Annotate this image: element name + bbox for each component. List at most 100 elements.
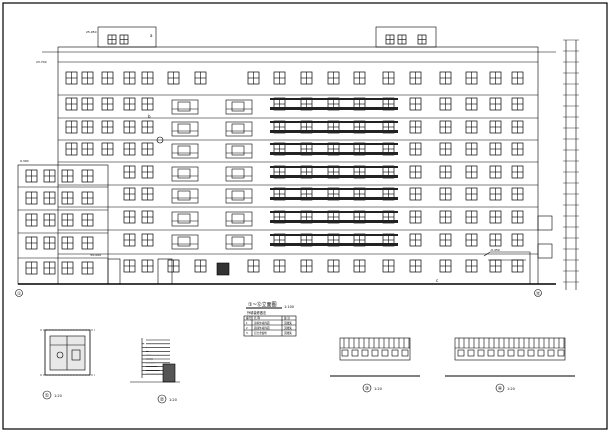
window [409,259,422,273]
rail-panel [477,349,485,357]
window [439,71,452,85]
window [61,191,74,205]
table-cell: 3 [246,331,248,335]
window [327,259,340,273]
balcony [225,234,253,250]
rail-panel [361,349,369,357]
window [123,165,136,179]
annot-b: b [148,114,151,119]
window [247,259,260,273]
window [43,236,56,250]
window [409,97,422,111]
window [511,259,524,273]
window [489,210,502,224]
window [385,34,395,45]
window [353,259,366,273]
level-podium: 9.300 [20,159,29,163]
window [123,187,136,201]
window [25,236,38,250]
dark-band-top [270,166,398,168]
rail-panel [457,349,465,357]
dark-band-top [270,143,398,145]
table-header-cell: 名 称 [254,316,260,320]
rail-panel [517,349,525,357]
window [141,97,154,111]
side-door [157,258,173,285]
rail-panel [341,349,349,357]
window [397,34,407,45]
window [61,261,74,275]
detail-2-scale: 1:20 [169,398,177,402]
window [439,165,452,179]
window [409,142,422,156]
window [43,191,56,205]
window [439,233,452,247]
detail-3: ③ 1:20 [330,337,420,393]
rail-panel [557,349,565,357]
window [119,34,129,45]
dark-band-top [270,234,398,236]
window [65,120,78,134]
balcony [225,143,253,159]
window [465,210,478,224]
window [167,71,180,85]
window [465,142,478,156]
window [489,71,502,85]
window [141,187,154,201]
balcony [171,121,199,137]
main-elevation: 25.950 23.700 9.300 ±0.000 -0.450 a b c … [15,26,579,297]
window [439,142,452,156]
window [409,71,422,85]
level-roof-top: 25.950 [86,30,97,34]
window [141,259,154,273]
window [382,71,395,85]
balcony [225,121,253,137]
annot-c: c [436,278,438,283]
main-title: ①~⑫立面图 [248,301,277,308]
window [25,191,38,205]
detail-3-scale: 1:20 [374,387,382,391]
window [465,259,478,273]
window [511,97,524,111]
window [81,97,94,111]
window [81,120,94,134]
window [43,169,56,183]
window [167,259,180,273]
rail-panel [527,349,535,357]
dark-band [270,107,398,110]
window [61,169,74,183]
table-header-cell: 编号 [246,316,252,320]
window [123,210,136,224]
window [101,71,114,85]
window [465,97,478,111]
window [141,120,154,134]
window [511,187,524,201]
window [247,71,260,85]
balcony [171,188,199,204]
window [101,97,114,111]
window [141,233,154,247]
window [409,165,422,179]
detail-4-bubble [495,383,505,393]
table-cell: 2 [246,326,248,330]
callout-bubble [156,136,164,144]
table-cell: 见图集 [284,326,292,330]
rail-panel [391,349,399,357]
detail-2-bubble [157,394,167,404]
dark-band [270,220,398,223]
window [141,165,154,179]
window [511,233,524,247]
window [489,187,502,201]
level-roof-main: 23.700 [36,60,47,64]
window [141,210,154,224]
window [65,71,78,85]
balcony [225,166,253,182]
balcony [225,188,253,204]
entrance-door [107,258,121,285]
table-cell: 铝合金窗框 [254,331,267,335]
window [107,34,117,45]
table-cell: 面砖外墙饰面 [254,326,270,330]
balcony [171,143,199,159]
window [81,261,94,275]
